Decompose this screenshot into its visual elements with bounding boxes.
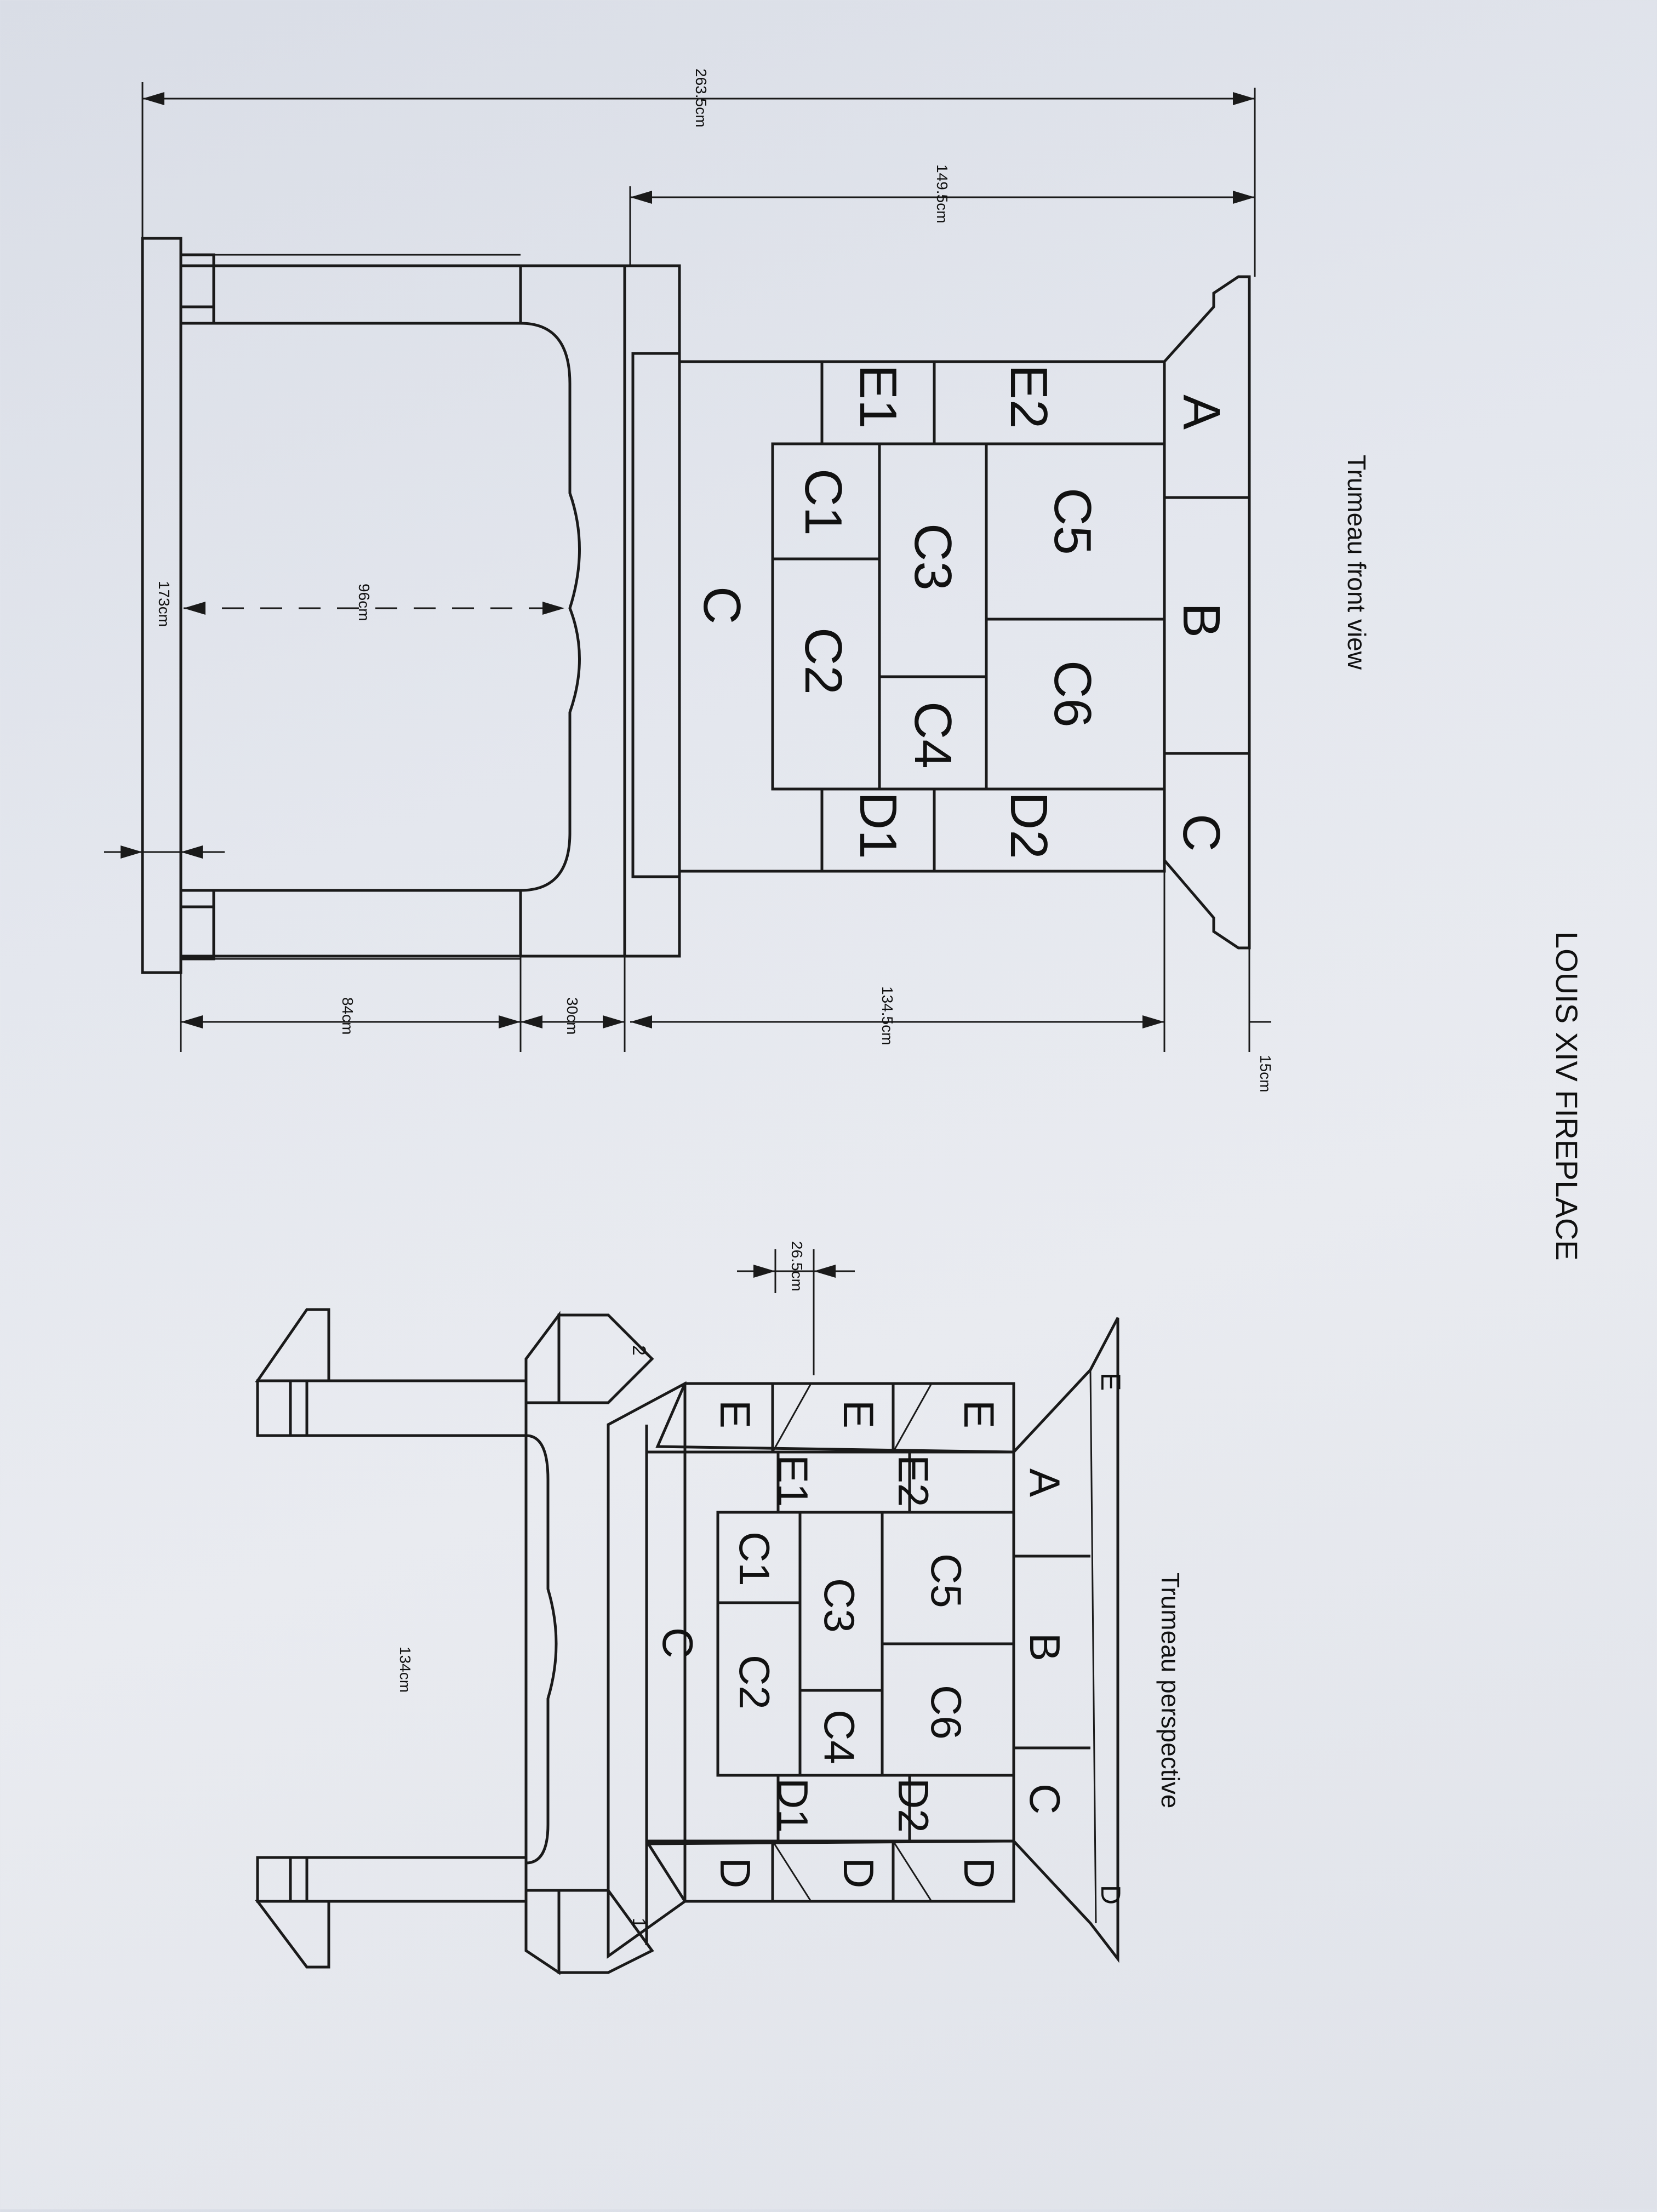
dim-persp-width: 134cm: [397, 1647, 414, 1693]
persp-piece-d1: D1: [769, 1778, 817, 1833]
persp-marker-2: 2: [628, 1345, 649, 1356]
piece-b: B: [1172, 603, 1231, 638]
persp-piece-e-left: E: [711, 1400, 759, 1428]
dim-trumeau-height: 149.5cm: [934, 164, 951, 223]
piece-c5: C5: [1043, 488, 1102, 555]
dim-opening-width: 96cm: [356, 584, 373, 621]
dim-cornice: 15cm: [1257, 1055, 1274, 1092]
main-title: LOUIS XIV FIREPLACE: [1550, 931, 1584, 1261]
persp-piece-b: B: [1021, 1633, 1069, 1661]
piece-c3: C3: [904, 523, 962, 591]
piece-a: A: [1172, 395, 1231, 430]
persp-piece-d2: D2: [889, 1778, 938, 1833]
piece-c4: C4: [904, 701, 962, 769]
persp-piece-d-corner: D: [1095, 1885, 1126, 1905]
persp-piece-c1: C1: [730, 1531, 779, 1586]
piece-d1: D1: [849, 792, 907, 859]
dim-mantel-width: 173cm: [156, 581, 173, 627]
piece-e1: E1: [849, 364, 907, 428]
piece-d2: D2: [999, 792, 1058, 859]
dim-trumeau-width: 134.5cm: [879, 986, 896, 1045]
persp-piece-c4: C4: [815, 1710, 864, 1764]
persp-piece-e1: E1: [769, 1455, 817, 1507]
persp-marker-1: 1: [628, 1918, 649, 1928]
piece-c2: C2: [794, 627, 853, 695]
perspective-dimensions: [737, 1249, 855, 1375]
persp-piece-e2: E2: [889, 1455, 938, 1507]
piece-e2: E2: [999, 364, 1058, 428]
persp-piece-e-right: E: [955, 1400, 1003, 1428]
dim-total-height: 263.5cm: [693, 68, 710, 127]
persp-piece-d-right: D: [955, 1857, 1003, 1888]
persp-piece-c2: C2: [730, 1655, 779, 1710]
persp-piece-d-mid: D: [835, 1857, 883, 1888]
persp-piece-c-base: C: [654, 1627, 702, 1658]
perspective-heading: Trumeau perspective: [1156, 1573, 1185, 1808]
piece-c-base: C: [693, 586, 751, 624]
front-view-dimensions: [104, 82, 1271, 1052]
piece-c6: C6: [1043, 660, 1102, 728]
persp-piece-c-top: C: [1021, 1784, 1069, 1814]
front-view-heading: Trumeau front view: [1342, 455, 1371, 670]
persp-piece-e-corner: E: [1095, 1373, 1126, 1391]
persp-piece-a: A: [1021, 1468, 1069, 1497]
persp-piece-d-left: D: [711, 1857, 759, 1888]
persp-piece-e-mid: E: [835, 1400, 883, 1428]
front-view-drawing: [141, 237, 1251, 974]
persp-piece-c3: C3: [815, 1578, 864, 1633]
piece-c-top: C: [1172, 814, 1231, 851]
piece-c1: C1: [794, 468, 853, 536]
persp-piece-c5: C5: [922, 1553, 970, 1608]
perspective-drawing: [255, 1308, 1119, 1975]
dim-shelf: 30cm: [564, 997, 581, 1034]
dim-mantel-height: 84cm: [339, 997, 356, 1034]
dim-depth: 26.5cm: [788, 1241, 805, 1291]
persp-piece-c6: C6: [922, 1685, 970, 1740]
